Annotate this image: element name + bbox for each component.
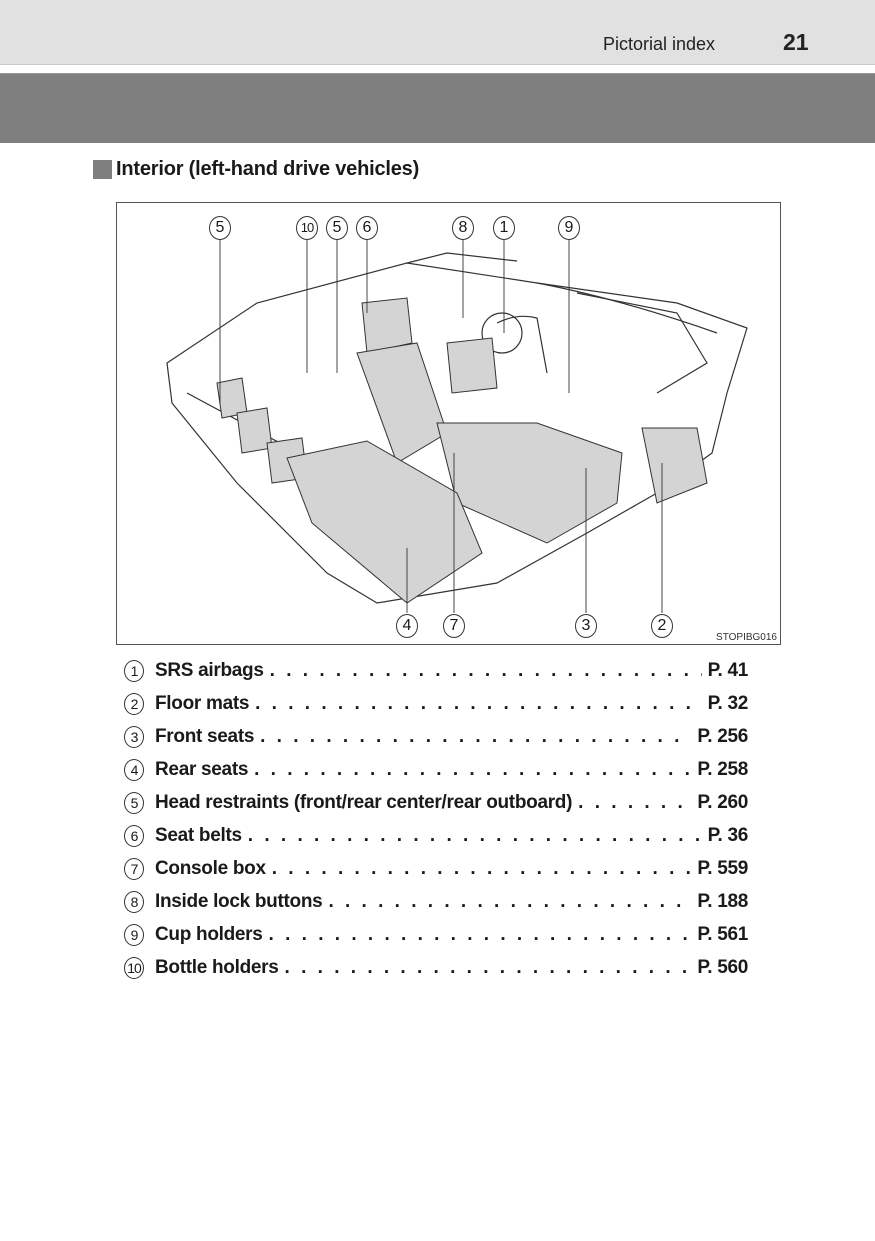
index-item: 3 Front seats P. 256 xyxy=(124,720,748,753)
dot-leader xyxy=(578,792,691,814)
callout-10: 10 xyxy=(296,216,318,240)
item-number: 1 xyxy=(124,659,144,682)
index-list: 1 SRS airbags P. 41 2 Floor mats P. 32 3 Fron… xyxy=(124,654,748,984)
page-ref[interactable]: P. 559 xyxy=(697,857,748,879)
heading-square-icon xyxy=(93,160,112,179)
item-label: Front seats xyxy=(155,725,255,747)
page-number: 21 xyxy=(783,29,809,55)
car-interior-drawing xyxy=(166,238,748,613)
page-ref[interactable]: P. 36 xyxy=(707,824,749,846)
page-ref[interactable]: P. 561 xyxy=(697,923,748,945)
header-band: Pictorial index 21 xyxy=(0,0,875,65)
callout-5: 5 xyxy=(209,216,231,240)
item-label: Floor mats xyxy=(155,692,250,714)
callout-1: 1 xyxy=(493,216,515,240)
callout-7: 7 xyxy=(443,614,465,638)
callout-3: 3 xyxy=(575,614,597,638)
item-number: 5 xyxy=(124,791,144,814)
item-label: Rear seats xyxy=(155,758,249,780)
dot-leader xyxy=(248,825,702,847)
item-label: SRS airbags xyxy=(155,659,264,681)
index-item: 1 SRS airbags P. 41 xyxy=(124,654,748,687)
dot-leader xyxy=(269,924,692,946)
item-number: 8 xyxy=(124,890,144,913)
item-label: Seat belts xyxy=(155,824,242,846)
dot-leader xyxy=(260,726,691,748)
item-label: Bottle holders xyxy=(155,956,279,978)
item-number: 10 xyxy=(124,956,144,979)
item-label: Cup holders xyxy=(155,923,263,945)
dot-leader xyxy=(255,693,701,715)
section-title: Pictorial index xyxy=(603,34,716,54)
index-item: 9 Cup holders P. 561 xyxy=(124,918,748,951)
dot-leader xyxy=(285,957,692,979)
callout-6: 6 xyxy=(356,216,378,240)
item-label: Head restraints (front/rear center/rear … xyxy=(155,791,573,813)
index-item: 5 Head restraints (front/rear center/rear… xyxy=(124,786,748,819)
dot-leader xyxy=(272,858,692,880)
page-ref[interactable]: P. 560 xyxy=(697,956,748,978)
item-number: 3 xyxy=(124,725,144,748)
callout-8: 8 xyxy=(452,216,474,240)
section-heading: Interior (left-hand drive vehicles) xyxy=(93,158,419,181)
page-ref[interactable]: P. 258 xyxy=(697,758,748,780)
index-item: 6 Seat belts P. 36 xyxy=(124,819,748,852)
item-number: 7 xyxy=(124,857,144,880)
chapter-band xyxy=(0,73,875,143)
item-number: 9 xyxy=(124,923,144,946)
item-number: 6 xyxy=(124,824,144,847)
index-item: 2 Floor mats P. 32 xyxy=(124,687,748,720)
heading-text: Interior (left-hand drive vehicles) xyxy=(116,158,420,180)
index-item: 10 Bottle holders P. 560 xyxy=(124,951,748,984)
dot-leader xyxy=(328,891,691,913)
item-number: 2 xyxy=(124,692,144,715)
callout-9: 9 xyxy=(558,216,580,240)
index-item: 8 Inside lock buttons P. 188 xyxy=(124,885,748,918)
callout-2: 2 xyxy=(651,614,673,638)
callout-5: 5 xyxy=(326,216,348,240)
figure-code: STOPIBG016 xyxy=(716,632,777,643)
index-item: 7 Console box P. 559 xyxy=(124,852,748,885)
item-label: Console box xyxy=(155,857,266,879)
callout-4: 4 xyxy=(396,614,418,638)
index-item: 4 Rear seats P. 258 xyxy=(124,753,748,786)
dot-leader xyxy=(270,660,702,682)
floor-mat xyxy=(641,427,708,504)
item-number: 4 xyxy=(124,758,144,781)
page-ref[interactable]: P. 256 xyxy=(697,725,748,747)
page-ref[interactable]: P. 260 xyxy=(697,791,748,813)
page-ref[interactable]: P. 32 xyxy=(707,692,749,714)
item-label: Inside lock buttons xyxy=(155,890,323,912)
page-ref[interactable]: P. 188 xyxy=(697,890,748,912)
dot-leader xyxy=(254,759,691,781)
interior-illustration: 5 10 5 6 8 1 9 4 7 3 2 STOPIBG016 xyxy=(116,202,781,645)
page-ref[interactable]: P. 41 xyxy=(707,659,749,681)
